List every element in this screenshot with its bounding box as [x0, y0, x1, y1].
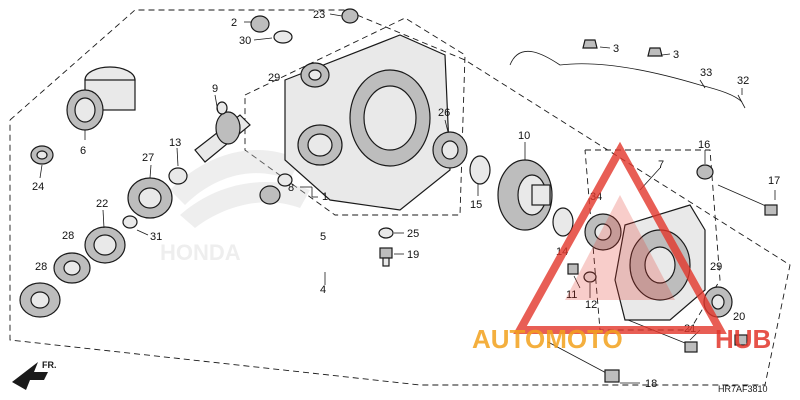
part-bolt-18	[547, 341, 620, 383]
callout-18: 18	[645, 378, 657, 390]
callout-16: 16	[698, 139, 710, 151]
callout-7: 7	[658, 159, 664, 171]
assembly-boundary-gearcase	[244, 17, 466, 216]
logo-text-right: HUB	[715, 324, 771, 354]
part-bolt-21	[627, 319, 748, 353]
callout-3b: 3	[673, 49, 679, 61]
leader-lines	[39, 13, 776, 384]
part-cap-2	[250, 15, 270, 33]
part-clip-3a	[582, 39, 598, 49]
part-flange-6	[66, 66, 136, 131]
part-clip-32	[737, 94, 746, 109]
part-nut-24	[30, 145, 54, 165]
part-gear-case-5	[284, 34, 451, 211]
callout-27: 27	[142, 152, 154, 164]
part-bolt-17	[717, 184, 778, 216]
part-pinion-shaft-9	[194, 101, 251, 163]
part-clip-3b	[647, 47, 663, 57]
front-direction-indicator: FR.	[12, 360, 57, 390]
callout-9: 9	[212, 83, 218, 95]
callout-28a: 28	[62, 230, 74, 242]
part-washer-25	[378, 227, 394, 239]
callout-20: 20	[733, 311, 745, 323]
part-collar-13	[168, 167, 188, 185]
callout-6: 6	[80, 145, 86, 157]
front-arrow-icon	[12, 362, 48, 390]
part-bearing-27	[127, 177, 173, 219]
diagram-code: HR7AF3810	[718, 384, 768, 394]
part-seal-8	[259, 173, 293, 205]
part-bearing-26	[432, 131, 468, 169]
part-bearing-29	[300, 62, 330, 88]
callout-4: 4	[320, 284, 326, 296]
callout-25: 25	[407, 228, 419, 240]
callout-10: 10	[518, 130, 530, 142]
part-washer-12	[583, 271, 597, 283]
callout-26: 26	[438, 107, 450, 119]
part-shim-15	[469, 155, 491, 185]
part-oring-31	[122, 215, 138, 229]
part-nut-22	[84, 226, 126, 264]
callout-28b: 28	[35, 261, 47, 273]
logo-text-left: AUTOMOTO	[472, 324, 623, 354]
part-breather-tube-33	[509, 51, 743, 103]
callout-19: 19	[407, 249, 419, 261]
callout-3a: 3	[613, 43, 619, 55]
warning-triangle-icon	[513, 141, 727, 334]
callout-12: 12	[585, 299, 597, 311]
callout-31: 31	[150, 231, 162, 243]
honda-watermark: HONDA	[160, 150, 310, 265]
callout-11: 11	[566, 289, 577, 301]
part-collar-16	[696, 164, 714, 180]
callout-2: 2	[231, 17, 237, 29]
callout-1: 1	[322, 191, 328, 203]
part-bearing-34	[584, 213, 622, 251]
front-direction-label: FR.	[42, 360, 57, 370]
part-shim-14	[552, 207, 574, 237]
callout-29b: 29	[710, 261, 722, 273]
part-plug-11	[567, 263, 579, 275]
callout-30: 30	[239, 35, 251, 47]
callout-13: 13	[169, 137, 181, 149]
part-oil-seal-28a	[53, 252, 91, 284]
callout-8: 8	[288, 182, 294, 194]
callout-29a: 29	[268, 72, 280, 84]
callout-labels: 1 2 3 3 4 5 6 7 8 9 10 11 12 13 14 15 16…	[32, 9, 780, 390]
callout-23: 23	[313, 9, 325, 21]
part-ring-gear-10	[497, 159, 553, 231]
callout-32: 32	[737, 75, 749, 87]
callout-33: 33	[700, 67, 712, 79]
part-bolt-19	[379, 247, 393, 267]
callout-5: 5	[320, 231, 326, 243]
callout-24: 24	[32, 181, 44, 193]
callout-15: 15	[470, 199, 482, 211]
assembly-boundary-main	[9, 9, 791, 386]
callout-17: 17	[768, 175, 780, 187]
callout-22: 22	[96, 198, 108, 210]
part-bolt-23	[341, 8, 359, 24]
part-oil-seal-28b	[19, 282, 61, 318]
part-washer-30	[273, 30, 293, 44]
honda-watermark-text: HONDA	[160, 240, 241, 265]
automotohub-logo: AUTOMOTO HUB	[472, 141, 771, 354]
